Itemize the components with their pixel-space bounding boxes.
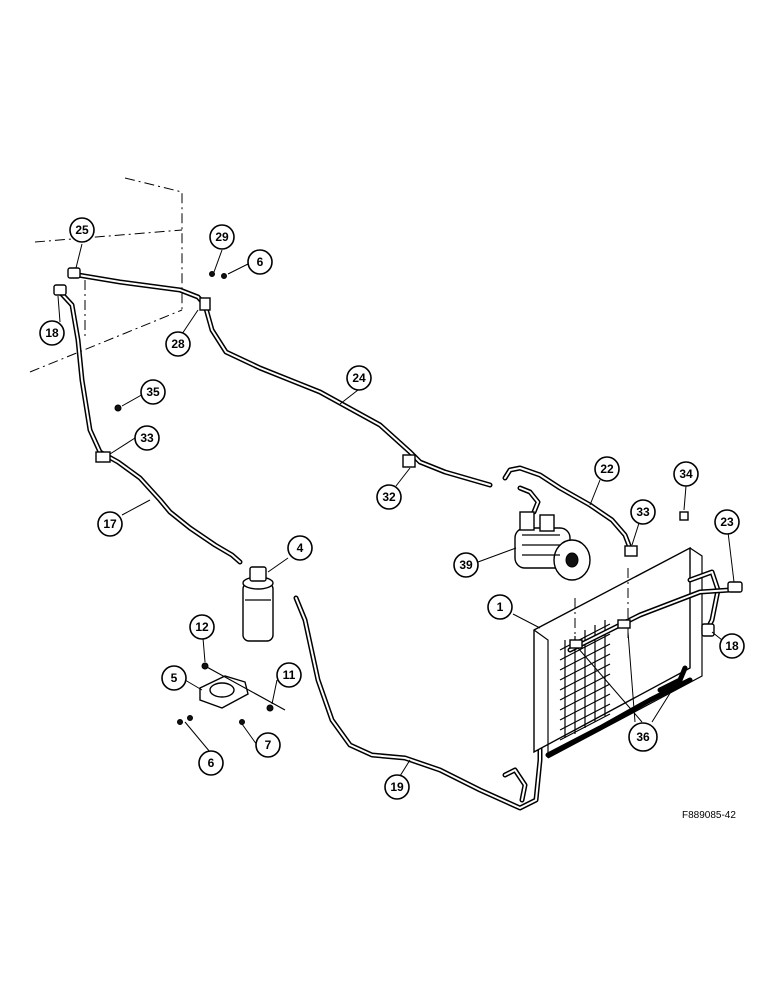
callout-24[interactable]: 24	[346, 365, 372, 391]
svg-text:22: 22	[600, 462, 614, 476]
svg-text:39: 39	[459, 558, 473, 572]
callout-17[interactable]: 17	[97, 511, 123, 537]
callout-35[interactable]: 35	[140, 379, 166, 405]
callout-29[interactable]: 29	[209, 224, 235, 250]
svg-text:18: 18	[725, 639, 739, 653]
clip-36-a	[569, 639, 583, 649]
svg-text:23: 23	[720, 515, 734, 529]
callout-6-upper[interactable]: 6	[247, 249, 273, 275]
svg-text:24: 24	[352, 371, 366, 385]
svg-text:18: 18	[45, 326, 59, 340]
tube-19	[293, 595, 573, 811]
svg-text:17: 17	[103, 517, 117, 531]
washer-6-lower-b	[187, 715, 193, 721]
bracket-5	[114, 271, 286, 725]
svg-text:25: 25	[75, 223, 89, 237]
callout-1[interactable]: 1	[487, 594, 513, 620]
svg-text:36: 36	[636, 730, 650, 744]
condenser-fins	[559, 620, 611, 741]
svg-text:19: 19	[390, 780, 404, 794]
svg-text:1: 1	[497, 600, 504, 614]
callout-18-lower[interactable]: 18	[719, 633, 745, 659]
tube-24	[67, 267, 493, 488]
hose-22	[502, 465, 638, 557]
callout-39[interactable]: 39	[453, 552, 479, 578]
leader-lines	[57, 243, 735, 777]
nut-35	[114, 404, 122, 412]
svg-text:4: 4	[297, 541, 304, 555]
washer-7	[239, 719, 245, 725]
callout-34[interactable]: 34	[673, 461, 699, 487]
washer-6-lower-a	[177, 719, 183, 725]
callout-18-upper[interactable]: 18	[39, 320, 65, 346]
callout-4[interactable]: 4	[287, 535, 313, 561]
callout-33-left[interactable]: 33	[134, 425, 160, 451]
svg-text:29: 29	[215, 230, 229, 244]
clip-36-b	[617, 619, 631, 629]
callout-23[interactable]: 23	[714, 509, 740, 535]
callout-12[interactable]: 12	[189, 614, 215, 640]
svg-text:33: 33	[636, 505, 650, 519]
callout-7[interactable]: 7	[255, 732, 281, 758]
callout-5[interactable]: 5	[161, 665, 187, 691]
svg-text:6: 6	[257, 255, 264, 269]
figure-id: F889085-42	[682, 810, 736, 821]
callouts: 25 29 6 18 28 24 35 33 17 32 22 34 33 23…	[39, 217, 745, 800]
cab-outline	[29, 177, 183, 373]
clip-32	[402, 454, 416, 468]
callout-6-lower[interactable]: 6	[198, 750, 224, 776]
washer-6-upper	[221, 273, 227, 279]
compressor-39	[514, 511, 591, 581]
fitting-18-lower	[701, 623, 715, 637]
callout-28[interactable]: 28	[165, 331, 191, 357]
callout-36[interactable]: 36	[628, 722, 658, 752]
fitting-25	[67, 267, 81, 279]
svg-text:35: 35	[146, 385, 160, 399]
fitting-18-upper	[53, 284, 67, 296]
callout-19[interactable]: 19	[384, 774, 410, 800]
callout-25[interactable]: 25	[69, 217, 95, 243]
receiver-drier-4	[242, 566, 274, 642]
svg-text:6: 6	[208, 756, 215, 770]
svg-text:33: 33	[140, 431, 154, 445]
svg-text:5: 5	[171, 671, 178, 685]
condenser-1	[533, 511, 743, 759]
clip-28	[199, 297, 211, 311]
bolt-12	[201, 662, 209, 670]
nut-34	[679, 511, 689, 521]
callout-22[interactable]: 22	[594, 456, 620, 482]
clip-33-left	[95, 451, 111, 463]
svg-text:34: 34	[679, 467, 693, 481]
callout-33-right[interactable]: 33	[630, 499, 656, 525]
svg-text:28: 28	[171, 337, 185, 351]
fitting-23	[727, 581, 743, 593]
callout-11[interactable]: 11	[276, 662, 302, 688]
nut-29	[209, 271, 215, 277]
svg-text:7: 7	[265, 738, 272, 752]
nut-11	[266, 704, 274, 712]
clip-33-right	[624, 545, 638, 557]
callout-32[interactable]: 32	[376, 484, 402, 510]
svg-text:11: 11	[283, 668, 296, 682]
svg-text:12: 12	[195, 620, 209, 634]
tube-17	[53, 284, 243, 565]
svg-text:32: 32	[382, 490, 396, 504]
